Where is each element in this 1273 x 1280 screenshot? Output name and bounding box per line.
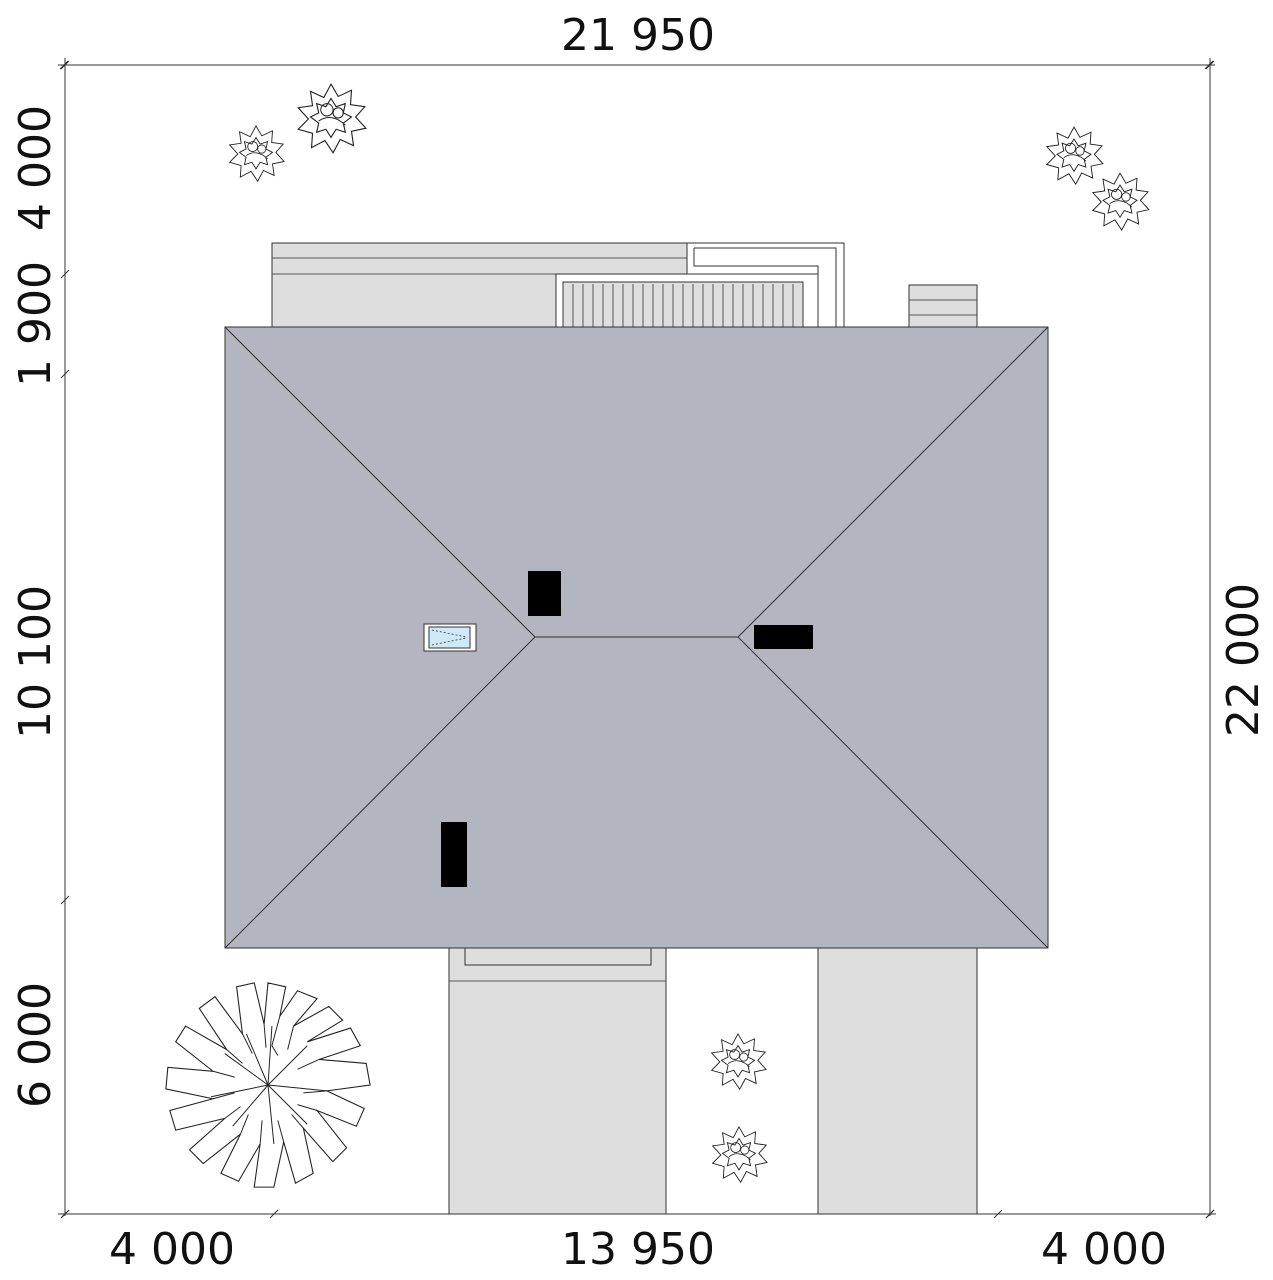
rear-terrace	[271, 242, 978, 328]
chimney-3	[441, 822, 467, 887]
left-dimension-label-1: 4 000	[10, 105, 61, 231]
shrub-icon	[712, 1126, 768, 1183]
shrub-icon	[229, 125, 285, 182]
top-dimension-label: 21 950	[561, 10, 715, 61]
garden-path	[817, 947, 978, 1215]
shrub-icon	[711, 1033, 767, 1090]
bottom-dimension-middle-label: 13 950	[561, 1224, 715, 1275]
bottom-dimension-right-label: 4 000	[1041, 1224, 1167, 1275]
left-dimension-label-4: 6 000	[10, 982, 61, 1108]
bottom-dimension-left-label: 4 000	[109, 1224, 235, 1275]
left-dimension-label-2: 1 900	[10, 261, 61, 387]
left-dimension-label-3: 10 100	[10, 585, 61, 739]
shrub-icon	[297, 83, 367, 154]
shrub-icon	[1046, 126, 1104, 185]
chimney-2	[754, 625, 813, 649]
side-steps	[908, 284, 978, 328]
deciduous-tree-icon	[165, 982, 371, 1188]
right-dimension-label: 22 000	[1218, 583, 1269, 737]
hip-roof	[224, 326, 1049, 949]
shrub-icon	[1092, 172, 1150, 231]
chimney-1	[528, 571, 561, 616]
driveway	[448, 947, 978, 1215]
skylight-icon	[423, 623, 477, 652]
